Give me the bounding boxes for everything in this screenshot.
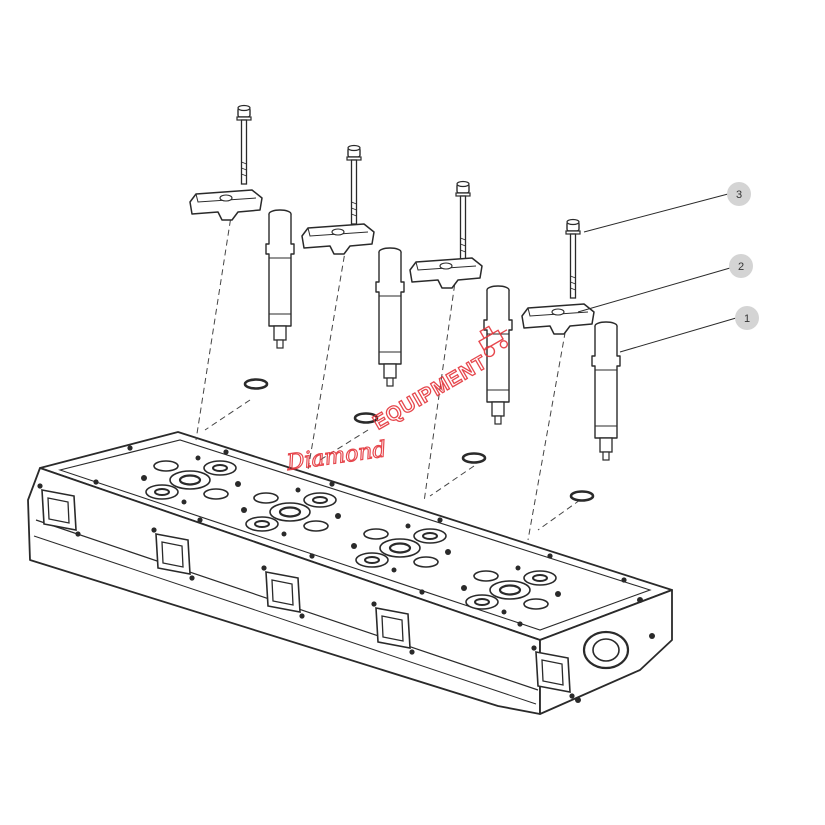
injector-set-4 bbox=[521, 218, 621, 502]
callout-3-label: 3 bbox=[736, 189, 742, 201]
bolt-2 bbox=[346, 144, 362, 225]
edge-bolt-holes bbox=[93, 445, 627, 627]
install-guide-lines bbox=[195, 209, 581, 541]
oring-1 bbox=[243, 378, 269, 390]
injector-2 bbox=[375, 247, 405, 387]
injector-3 bbox=[483, 285, 513, 425]
callout-1-label: 1 bbox=[744, 313, 750, 325]
clamp-4 bbox=[521, 303, 595, 335]
bolt-4 bbox=[565, 218, 581, 299]
callout-1: 1 bbox=[735, 306, 759, 330]
oring-4 bbox=[569, 490, 595, 502]
callout-1-circle bbox=[735, 306, 759, 330]
callout-2: 2 bbox=[729, 254, 753, 278]
clamp-3 bbox=[409, 257, 483, 289]
callout-3: 3 bbox=[727, 182, 751, 206]
bolt-3 bbox=[455, 180, 471, 261]
clamp-1 bbox=[189, 189, 263, 221]
injector-set-3 bbox=[409, 180, 513, 464]
watermark-script: Diamond bbox=[284, 437, 388, 476]
callout-2-circle bbox=[729, 254, 753, 278]
cylinder-head bbox=[27, 431, 673, 715]
callout-3-circle bbox=[727, 182, 751, 206]
clamp-2 bbox=[301, 223, 375, 255]
injector-4 bbox=[591, 321, 621, 461]
injector-1 bbox=[265, 209, 295, 349]
callout-2-label: 2 bbox=[738, 261, 744, 273]
bolt-1 bbox=[236, 104, 252, 185]
injector-set-2 bbox=[301, 144, 405, 424]
leader-lines bbox=[577, 193, 737, 353]
leader-line-3 bbox=[583, 193, 729, 233]
leader-line-1 bbox=[619, 317, 737, 353]
oring-3 bbox=[461, 452, 487, 464]
tractor-icon bbox=[478, 325, 509, 358]
leader-line-2 bbox=[577, 267, 731, 313]
injector-set-1 bbox=[189, 104, 295, 390]
